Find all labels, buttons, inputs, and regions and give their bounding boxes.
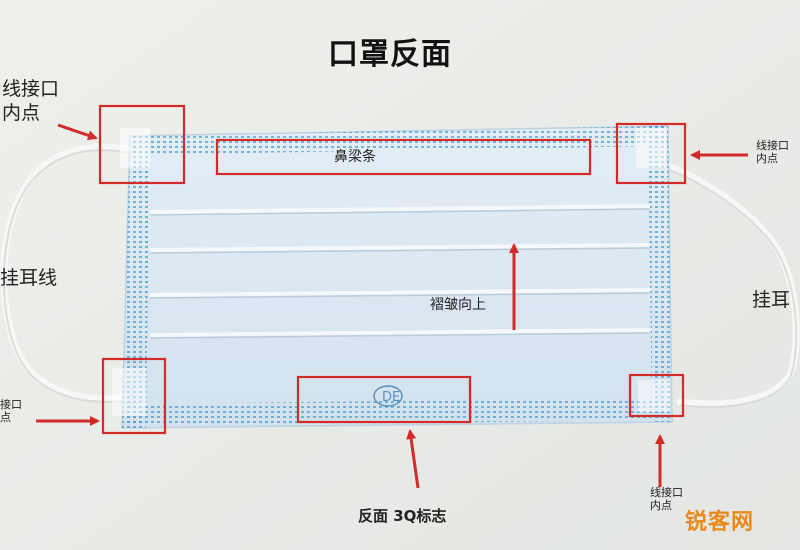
label-left-top-anchor: 线接口 内点 [2,78,60,124]
left-top-anchor-box [98,104,186,185]
left-bottom-anchor-box [101,357,167,435]
right-bottom-weld [638,380,670,412]
mask-logo-text: DE [382,390,400,405]
label-right-bottom-anchor: 线接口 内点 [650,486,683,512]
label-nose-bar: 鼻梁条 [334,149,376,165]
mask-body [121,125,673,429]
right-bottom-anchor-box [628,373,685,418]
arrow-left-top [57,123,98,141]
arrow-mark-3q [406,429,420,489]
right-top-weld [636,128,666,168]
page-title: 口罩反面 [328,37,452,72]
left-bottom-weld [112,368,146,416]
nose-bar-box [215,138,592,176]
watermark: 锐客网 [684,510,754,535]
mark-3q-box [296,375,472,424]
label-left-bottom-anchor: 接口 点 [0,398,22,424]
left-top-weld [120,128,150,168]
left-ear-loop-shadow [2,149,141,403]
right-top-anchor-box [615,122,687,185]
label-right-top-anchor: 线接口 内点 [756,139,789,165]
label-pleats-up: 褶皱向上 [430,297,486,313]
label-right-ear-loop: 挂耳 [752,289,791,311]
label-mark-3q: 反面 3Q标志 [358,507,447,525]
right-ear-loop-shadow [649,162,798,408]
label-left-ear-loop: 挂耳线 [0,267,58,289]
mask-logo: DE [373,385,403,407]
